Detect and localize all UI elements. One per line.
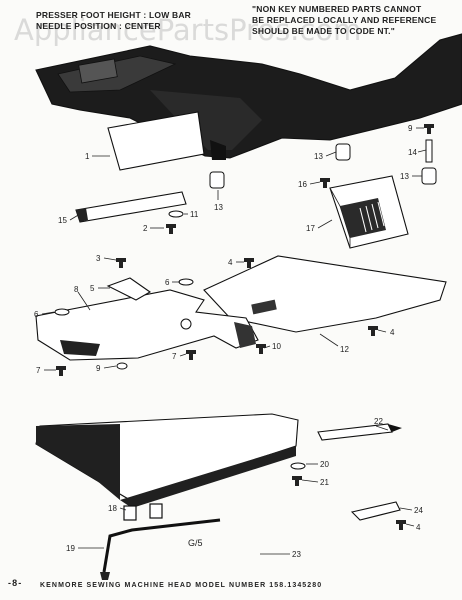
bent-rod-19 — [102, 518, 221, 573]
callout-2: 2 — [143, 224, 148, 233]
face-cover-plate — [107, 111, 205, 171]
callout-10: 10 — [272, 342, 281, 351]
machine-head — [35, 33, 462, 160]
bracket-24 — [350, 501, 401, 521]
note-presser-foot: PRESSER FOOT HEIGHT : LOW BAR — [36, 10, 191, 20]
callout-11: 11 — [190, 210, 199, 219]
callout-4c: 4 — [416, 523, 421, 532]
washer-9 — [116, 362, 128, 370]
screw-10 — [256, 344, 266, 354]
bushing-13c — [209, 171, 225, 189]
callout-16: 16 — [298, 180, 307, 189]
callout-4a: 4 — [228, 258, 233, 267]
screw-4b — [368, 326, 378, 336]
callout-9a: 9 — [96, 364, 101, 373]
screw-4a — [244, 258, 254, 268]
screw-3 — [116, 258, 126, 268]
pin-14 — [425, 139, 433, 163]
watermark: AppliancePartsPros.com — [14, 13, 361, 47]
footer-caption: KENMORE SEWING MACHINE HEAD MODEL NUMBER… — [40, 582, 322, 589]
callout-20: 20 — [320, 460, 329, 469]
bushing-13 — [335, 143, 351, 161]
callout-21: 21 — [320, 478, 329, 487]
screw-9 — [424, 124, 434, 134]
callout-9b: 9 — [408, 124, 413, 133]
callout-23: 23 — [292, 550, 301, 559]
callout-14: 14 — [408, 148, 417, 157]
note-nonkey-1: "NON KEY NUMBERED PARTS CANNOT — [252, 4, 422, 14]
screw-2 — [166, 224, 176, 234]
washer-6a — [54, 308, 70, 316]
callout-13a: 13 — [314, 152, 323, 161]
clip-18a — [123, 505, 137, 521]
screw-7b — [186, 350, 196, 360]
cover-arm — [35, 413, 299, 508]
callout-18: 18 — [108, 504, 117, 513]
page-number: -8- — [8, 578, 22, 588]
rod-22 — [317, 423, 393, 441]
screw-16 — [320, 178, 330, 188]
leader-lines — [41, 127, 427, 555]
screw-21 — [292, 476, 302, 486]
callout-22: 22 — [374, 417, 383, 426]
screw-7a — [56, 366, 66, 376]
clip-18b — [149, 503, 163, 519]
washer-6b — [178, 278, 194, 286]
washer-20 — [290, 462, 306, 470]
callout-24: 24 — [414, 506, 423, 515]
callout-7a: 7 — [36, 366, 41, 375]
bushing-13b — [421, 167, 437, 185]
washer-11 — [168, 210, 184, 218]
callout-6a: 6 — [34, 310, 39, 319]
callout-13c: 13 — [214, 203, 223, 212]
hinge-clip-5 — [106, 277, 152, 301]
callout-6b: 6 — [165, 278, 170, 287]
callout-19: 19 — [66, 544, 75, 553]
callout-4b: 4 — [390, 328, 395, 337]
note-nonkey-3: SHOULD BE MADE TO CODE NT." — [252, 26, 395, 36]
center-mark: G/5 — [188, 538, 203, 548]
callout-7b: 7 — [172, 352, 177, 361]
callout-1: 1 — [85, 152, 90, 161]
callout-12: 12 — [340, 345, 349, 354]
callout-15: 15 — [58, 216, 67, 225]
callout-13b: 13 — [400, 172, 409, 181]
light-housing — [329, 175, 409, 249]
presser-bar — [75, 191, 187, 223]
note-nonkey-2: BE REPLACED LOCALLY AND REFERENCE — [252, 15, 436, 25]
callout-17: 17 — [306, 224, 315, 233]
note-needle-position: NEEDLE POSITION : CENTER — [36, 21, 161, 31]
screw-4c — [396, 520, 406, 530]
callout-5: 5 — [90, 284, 95, 293]
callout-8: 8 — [74, 285, 79, 294]
callout-3: 3 — [96, 254, 101, 263]
callout-labels: 1 2 3 4 4 4 5 6 6 7 7 8 9 9 10 11 12 13 … — [34, 124, 423, 559]
